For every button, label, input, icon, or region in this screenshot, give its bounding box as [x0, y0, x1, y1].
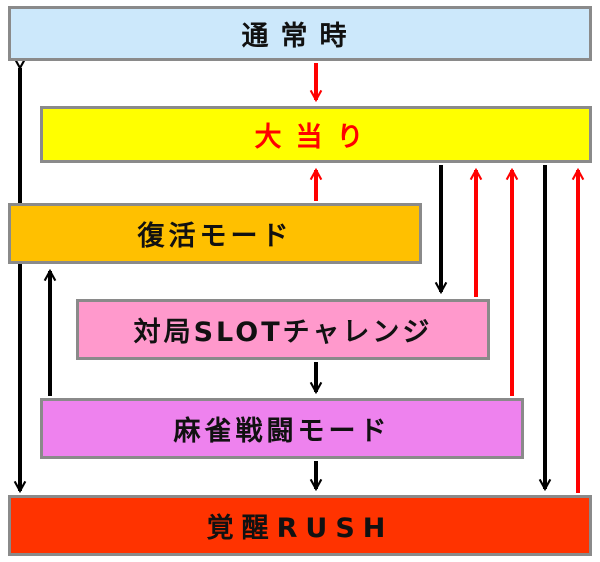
node-mahjong-battle: 麻雀戦闘モード: [40, 398, 524, 459]
node-revival-mode: 復活モード: [8, 203, 422, 264]
node-normal: 通常時: [8, 6, 592, 61]
node-awakening-rush: 覚醒RUSH: [8, 495, 592, 556]
node-hit: 大当り: [40, 106, 592, 163]
node-slot-challenge: 対局SLOTチャレンジ: [76, 299, 490, 360]
